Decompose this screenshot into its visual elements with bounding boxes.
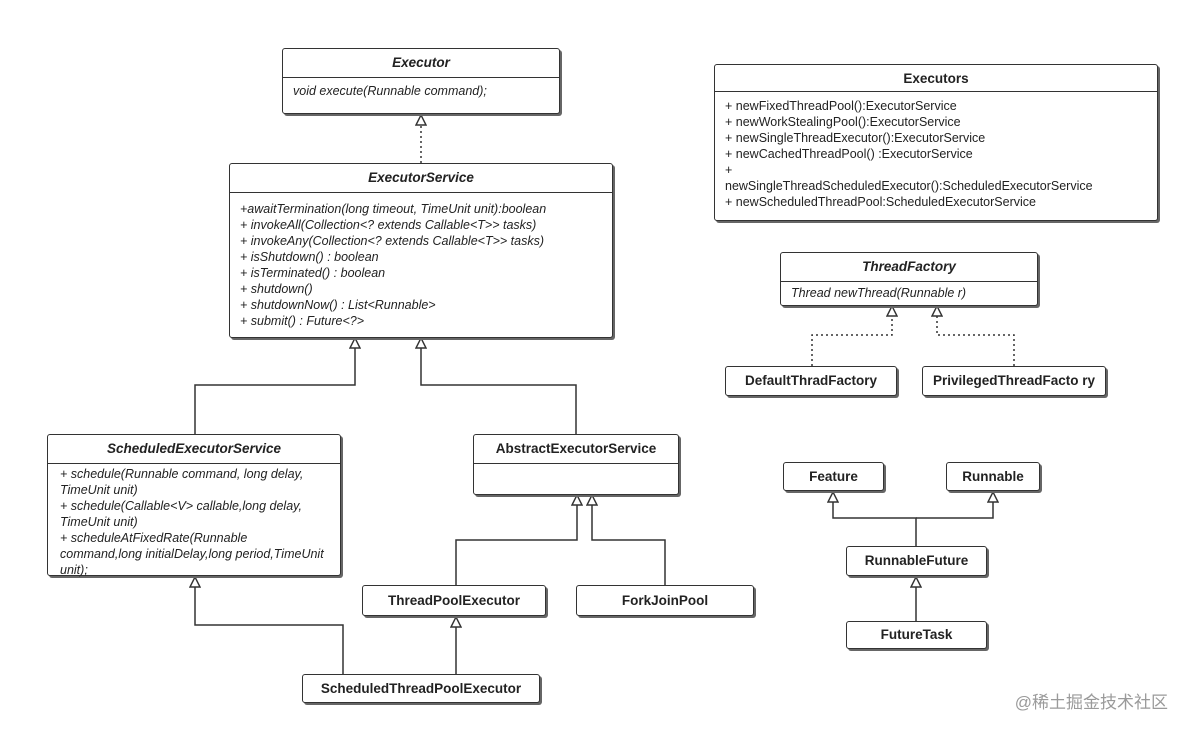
extends-runnablefuture-feature	[833, 492, 917, 546]
runnable-class: Runnable	[946, 462, 1040, 491]
feature-class: Feature	[783, 462, 884, 491]
executor-class-name: Executor	[283, 49, 559, 78]
method: + newSingleThreadExecutor():ExecutorServ…	[725, 131, 986, 145]
method: newSingleThreadScheduledExecutor():Sched…	[725, 179, 1093, 193]
method: + isShutdown() : boolean	[240, 250, 379, 264]
executors-class-name: Executors	[715, 65, 1157, 92]
realization-privileged-threadfactory	[937, 306, 1015, 366]
futuretask-class: FutureTask	[846, 621, 987, 649]
method: + shutdown()	[240, 282, 313, 296]
method: + invokeAll(Collection<? extends Callabl…	[240, 218, 537, 232]
threadfactory-class-name: ThreadFactory	[781, 253, 1037, 282]
method: +	[725, 163, 733, 177]
executorservice-class: ExecutorService +awaitTermination(long t…	[229, 163, 613, 338]
abstractexecutorservice-class-name: AbstractExecutorService	[474, 435, 678, 464]
method: + invokeAny(Collection<? extends Callabl…	[240, 234, 544, 248]
executors-methods: + newFixedThreadPool():ExecutorService +…	[715, 92, 1157, 216]
method: + shutdownNow() : List<Runnable>	[240, 298, 436, 312]
extends-forkjoin-abstract	[592, 495, 666, 585]
watermark: @稀土掘金技术社区	[1014, 693, 1168, 712]
method: + isTerminated() : boolean	[240, 266, 386, 280]
method: +awaitTermination(long timeout, TimeUnit…	[240, 202, 547, 216]
extends-scheduled-executorservice	[194, 338, 355, 434]
abstractexecutorservice-class: AbstractExecutorService	[473, 434, 679, 495]
extends-runnablefuture-runnable	[916, 492, 993, 519]
method: + newScheduledThreadPool:ScheduledExecut…	[725, 195, 1036, 209]
scheduledexecutorservice-methods: + schedule(Runnable command, long delay,…	[48, 464, 340, 580]
method: + scheduleAtFixedRate(Runnable command,l…	[60, 531, 324, 577]
threadpoolexecutor-class: ThreadPoolExecutor	[362, 585, 546, 616]
extends-threadpool-abstract	[455, 495, 577, 585]
method: + newCachedThreadPool() :ExecutorService	[725, 147, 973, 161]
executor-methods: void execute(Runnable command);	[283, 78, 559, 104]
threadfactory-class: ThreadFactory Thread newThread(Runnable …	[780, 252, 1038, 306]
scheduledexecutorservice-class-name: ScheduledExecutorService	[48, 435, 340, 464]
privilegedthreadfactory-class: PrivilegedThreadFacto ry	[922, 366, 1106, 396]
executors-class: Executors + newFixedThreadPool():Executo…	[714, 64, 1158, 221]
method: + submit() : Future<?>	[240, 314, 365, 328]
extends-scheduledpool-scheduledservice	[195, 577, 344, 674]
method: + newWorkStealingPool():ExecutorService	[725, 115, 961, 129]
realization-default-threadfactory	[811, 306, 892, 366]
executorservice-class-name: ExecutorService	[230, 164, 612, 193]
method: void execute(Runnable command);	[293, 84, 487, 98]
scheduledexecutorservice-class: ScheduledExecutorService + schedule(Runn…	[47, 434, 341, 577]
scheduledthreadpoolexecutor-class: ScheduledThreadPoolExecutor	[302, 674, 540, 703]
threadfactory-methods: Thread newThread(Runnable r)	[781, 282, 1037, 304]
forkjoinpool-class: ForkJoinPool	[576, 585, 754, 616]
executorservice-methods: +awaitTermination(long timeout, TimeUnit…	[230, 193, 612, 334]
defaultthreadfactory-class: DefaultThradFactory	[725, 366, 897, 396]
runnablefuture-class: RunnableFuture	[846, 546, 987, 576]
method: Thread newThread(Runnable r)	[791, 286, 967, 300]
executor-class: Executor void execute(Runnable command);	[282, 48, 560, 114]
extends-abstract-executorservice	[421, 338, 577, 434]
method: + schedule(Runnable command, long delay,…	[60, 467, 304, 497]
method: + newFixedThreadPool():ExecutorService	[725, 99, 957, 113]
method: + schedule(Callable<V> callable,long del…	[60, 499, 302, 529]
